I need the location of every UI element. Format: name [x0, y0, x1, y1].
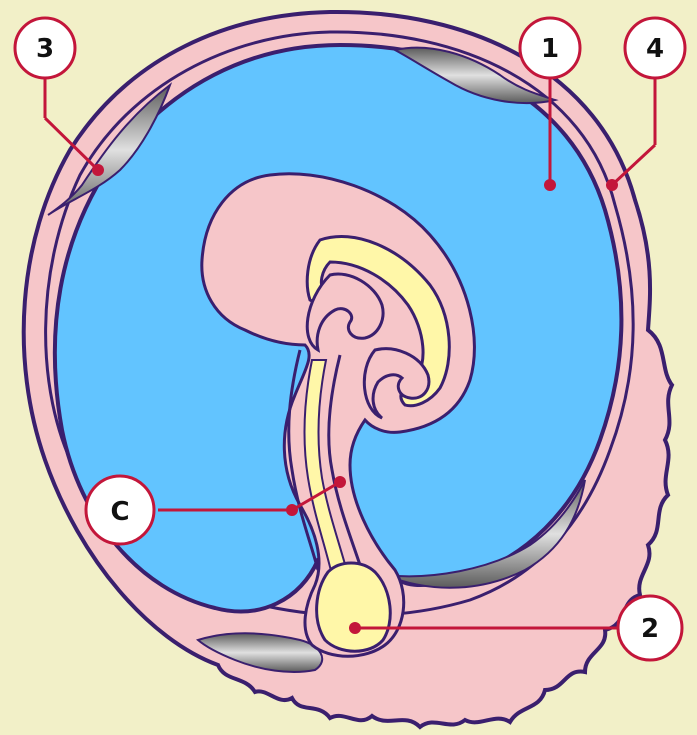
- label-4-marker: 4: [625, 18, 685, 78]
- label-1-text: 1: [541, 34, 559, 64]
- label-1-marker: 1: [520, 18, 580, 78]
- label-c-text: C: [110, 497, 129, 527]
- label-2-text: 2: [641, 614, 659, 644]
- dot-4: [606, 179, 618, 191]
- label-2-marker: 2: [618, 596, 682, 660]
- yolk-sac: [317, 563, 391, 651]
- dot-2: [349, 622, 361, 634]
- dot-1: [544, 179, 556, 191]
- dot-c-right: [334, 476, 346, 488]
- label-3-marker: 3: [15, 18, 75, 78]
- dot-3: [92, 164, 104, 176]
- label-3-text: 3: [36, 34, 54, 64]
- label-c-marker: C: [86, 476, 154, 544]
- label-4-text: 4: [646, 34, 664, 64]
- dot-c-left: [286, 504, 298, 516]
